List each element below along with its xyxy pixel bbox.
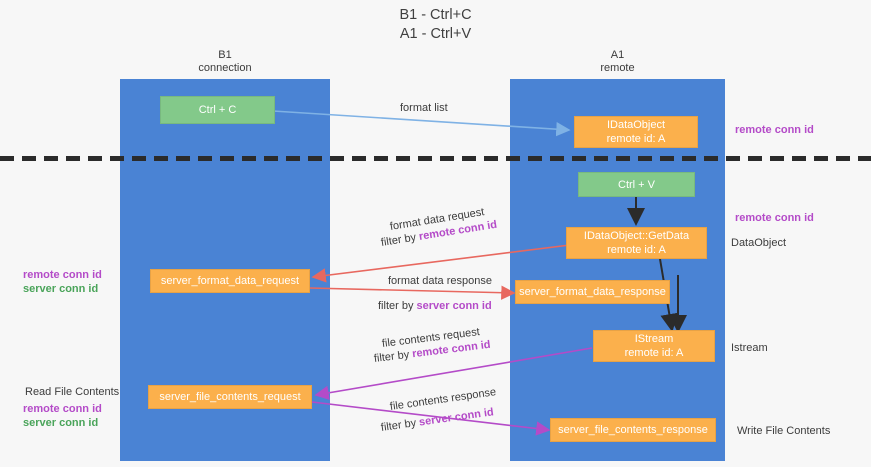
- filter-prefix: filter by: [380, 416, 420, 434]
- node-ctrl-v-label: Ctrl + V: [618, 178, 655, 191]
- node-server-format-data-request[interactable]: server_format_data_request: [150, 269, 310, 293]
- annotation-remote-conn-id-mid: remote conn id: [735, 212, 814, 224]
- node-getdata-line1: IDataObject::GetData: [583, 230, 690, 242]
- annotation-read-file-contents: Read File Contents: [25, 386, 120, 398]
- edge-label-format-list: format list: [400, 102, 448, 114]
- node-getdata-line2: remote id: A: [607, 244, 666, 256]
- node-server-file-contents-request-label: server_file_contents_request: [159, 391, 301, 403]
- node-getdata[interactable]: IDataObject::GetData remote id: A: [566, 227, 707, 259]
- filter-prefix: filter by: [380, 231, 420, 249]
- node-idataobject-top-line1: IDataObject: [606, 119, 666, 131]
- node-istream-line1: IStream: [634, 333, 674, 345]
- edge-label-format-data-response: format data response: [388, 275, 492, 287]
- edge-label-format-data-response-filter: filter by server conn id: [378, 299, 492, 313]
- annotation-write-file-contents: Write File Contents: [737, 425, 831, 437]
- node-ctrl-v[interactable]: Ctrl + V: [578, 172, 695, 197]
- annotation-left-remote-conn-id-mid: remote conn id: [23, 269, 102, 281]
- node-server-file-contents-request[interactable]: server_file_contents_request: [148, 385, 312, 409]
- node-ctrl-c[interactable]: Ctrl + C: [160, 96, 275, 124]
- annotation-left-server-conn-id-mid: server conn id: [23, 283, 99, 295]
- node-ctrl-c-label: Ctrl + C: [198, 104, 237, 116]
- annotation-dataobject: DataObject: [731, 237, 787, 249]
- node-idataobject-top-line2: remote id: A: [606, 133, 666, 145]
- node-server-file-contents-response-label: server_file_contents_response: [558, 424, 708, 436]
- page-title: B1 - Ctrl+C A1 - Ctrl+V: [399, 7, 472, 42]
- annotation-left-server-conn-id-bottom: server conn id: [23, 417, 99, 429]
- node-istream-line2: remote id: A: [624, 347, 684, 359]
- node-server-format-data-request-label: server_format_data_request: [160, 275, 300, 287]
- column-header-left: B1 connection: [198, 49, 252, 74]
- filter-key-server-conn-id: server conn id: [418, 406, 495, 429]
- annotation-left-remote-conn-id-bottom: remote conn id: [23, 403, 102, 415]
- node-server-format-data-response[interactable]: server_format_data_response: [515, 280, 670, 304]
- section-divider: [0, 156, 871, 161]
- node-server-format-data-response-label: server_format_data_response: [519, 286, 666, 298]
- filter-prefix: filter by: [378, 300, 417, 312]
- column-header-right: A1 remote: [600, 49, 635, 74]
- annotation-remote-conn-id-top: remote conn id: [735, 124, 814, 136]
- node-idataobject-top[interactable]: IDataObject remote id: A: [574, 116, 698, 148]
- node-server-file-contents-response[interactable]: server_file_contents_response: [550, 418, 716, 442]
- filter-key-server-conn-id: server conn id: [416, 300, 492, 312]
- filter-prefix: filter by: [373, 348, 413, 365]
- node-istream[interactable]: IStream remote id: A: [593, 330, 715, 362]
- annotation-istream: Istream: [731, 342, 768, 354]
